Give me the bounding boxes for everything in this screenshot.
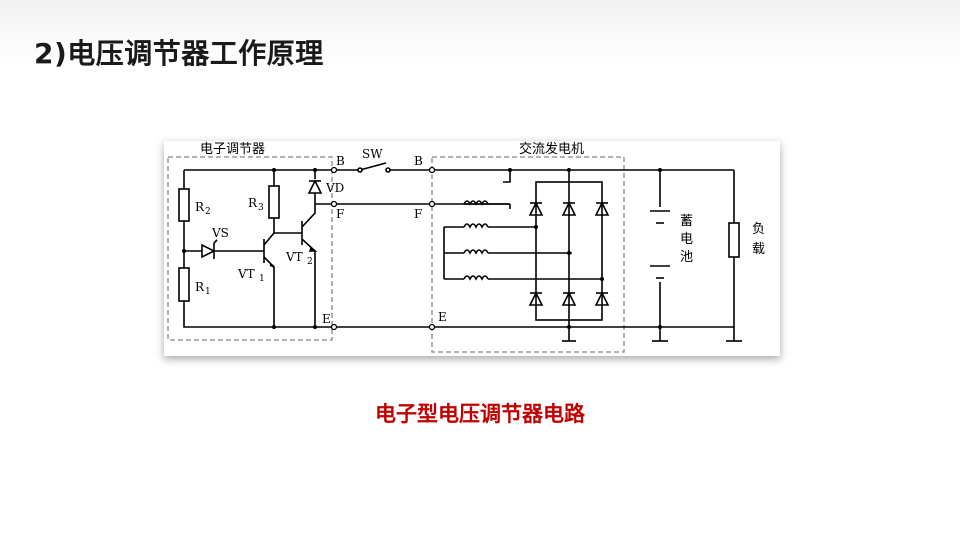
resistor-r2 — [178, 188, 190, 222]
regulator-boundary — [167, 156, 333, 341]
battery-label-1: 蓄 — [680, 214, 693, 229]
stator-winding-3 — [463, 249, 489, 255]
vs-label: VS — [211, 226, 229, 240]
resistor-r1 — [178, 267, 190, 302]
r1-sub: 1 — [205, 287, 211, 297]
vt2-sub: 2 — [307, 257, 313, 267]
vt2-label: VT — [285, 250, 303, 264]
circuit-diagram: 电子调节器 交流发电机 SW B B F F E E R 2 R 3 R 1 V… — [164, 141, 780, 356]
zener-vs — [201, 243, 216, 259]
diode-vd — [307, 179, 323, 194]
terminal-e-right: E — [438, 310, 447, 324]
load-resistor — [728, 222, 740, 258]
terminal-b-left: B — [336, 154, 345, 168]
stator-winding-1 — [463, 200, 489, 206]
stator-winding-2 — [463, 223, 489, 229]
regulator-label: 电子调节器 — [200, 142, 265, 157]
terminal-f-left: F — [336, 207, 344, 221]
vt1-label: VT — [237, 267, 255, 281]
battery-label-2: 电 — [680, 232, 693, 247]
alternator-label: 交流发电机 — [519, 141, 584, 157]
r3-sub: 3 — [258, 203, 264, 213]
terminal-f-right: F — [414, 207, 422, 221]
diagram-caption: 电子型电压调节器电路 — [375, 402, 585, 426]
load-label-1: 负 — [752, 222, 765, 237]
terminal-b-right: B — [414, 154, 423, 168]
r1-label: R — [195, 280, 205, 294]
alternator-boundary — [431, 156, 625, 353]
slide-title: 2)电压调节器工作原理 — [34, 37, 324, 70]
r2-label: R — [195, 200, 205, 214]
stator-winding-4 — [463, 275, 489, 281]
resistor-r3 — [268, 185, 280, 219]
r2-sub: 2 — [205, 207, 211, 217]
battery-label-3: 池 — [680, 250, 693, 265]
vt1-sub: 1 — [259, 274, 265, 284]
load-label-2: 载 — [752, 242, 765, 257]
terminal-e-left: E — [322, 312, 331, 326]
switch-label: SW — [362, 147, 383, 161]
vd-label: VD — [325, 181, 344, 195]
r3-label: R — [248, 196, 258, 210]
switch-sw — [359, 162, 387, 171]
circuit-svg: 电子调节器 交流发电机 SW B B F F E E R 2 R 3 R 1 V… — [167, 141, 765, 353]
